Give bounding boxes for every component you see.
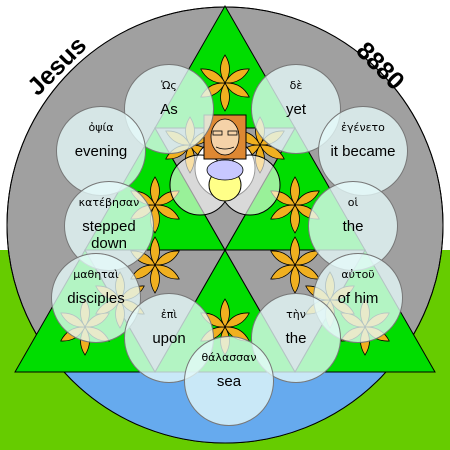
flower-petal xyxy=(259,144,285,160)
english-word: evening xyxy=(74,143,128,160)
flower-petal xyxy=(270,264,296,280)
flower-petal xyxy=(150,236,160,266)
english-word: As xyxy=(160,101,178,118)
greek-word: θάλασσαν xyxy=(201,351,257,364)
flower-petal xyxy=(154,204,180,220)
flower-petal xyxy=(290,176,300,206)
flower-petal xyxy=(224,82,250,98)
flower-petal xyxy=(150,264,160,294)
flower-petal xyxy=(224,68,250,84)
english-word: sea xyxy=(216,373,242,390)
english-word: of him xyxy=(337,290,379,307)
flower-icon xyxy=(130,236,180,294)
flower-petal xyxy=(220,54,230,84)
word-bubble-sea: θάλασσαν sea xyxy=(184,336,274,426)
flower-petal xyxy=(220,298,230,328)
english-word: yet xyxy=(285,101,306,118)
greek-word: ὀψία xyxy=(88,121,114,134)
flower-petal xyxy=(290,236,300,266)
flower-petal xyxy=(220,82,230,112)
word-bubble-it-became: ἐγένετο it became xyxy=(318,106,408,196)
english-word: upon xyxy=(152,330,186,347)
greek-word: αὐτοῦ xyxy=(341,268,375,281)
jesus-face-icon xyxy=(203,114,247,181)
word-bubble-disciples: μαθηταὶ disciples xyxy=(51,253,141,343)
english-word: the xyxy=(285,330,307,347)
flower-petal xyxy=(150,176,160,206)
english-word: the xyxy=(342,218,364,235)
flower-petal xyxy=(154,250,180,266)
flower-petal xyxy=(294,190,320,206)
greek-word: τὴν xyxy=(286,308,306,321)
flower-petal xyxy=(224,312,250,328)
flower-petal xyxy=(154,264,180,280)
english-word: stepped down xyxy=(82,218,136,252)
flower-icon xyxy=(270,236,320,294)
greek-word: οἱ xyxy=(347,196,359,209)
flower-icon xyxy=(200,54,250,112)
english-word: disciples xyxy=(67,290,125,307)
greek-word: Ὡς xyxy=(161,79,177,92)
greek-word: κατέβησαν xyxy=(78,196,140,209)
greek-word: δὲ xyxy=(289,79,303,92)
flower-petal xyxy=(290,204,300,234)
flower-petal xyxy=(200,68,226,84)
greek-word: ἐπὶ xyxy=(160,308,178,321)
flower-petal xyxy=(270,250,296,266)
greek-word: μαθηταὶ xyxy=(73,268,119,281)
greek-word: ἐγένετο xyxy=(341,121,385,134)
flower-petal xyxy=(270,204,296,220)
english-word: it became xyxy=(330,143,396,160)
